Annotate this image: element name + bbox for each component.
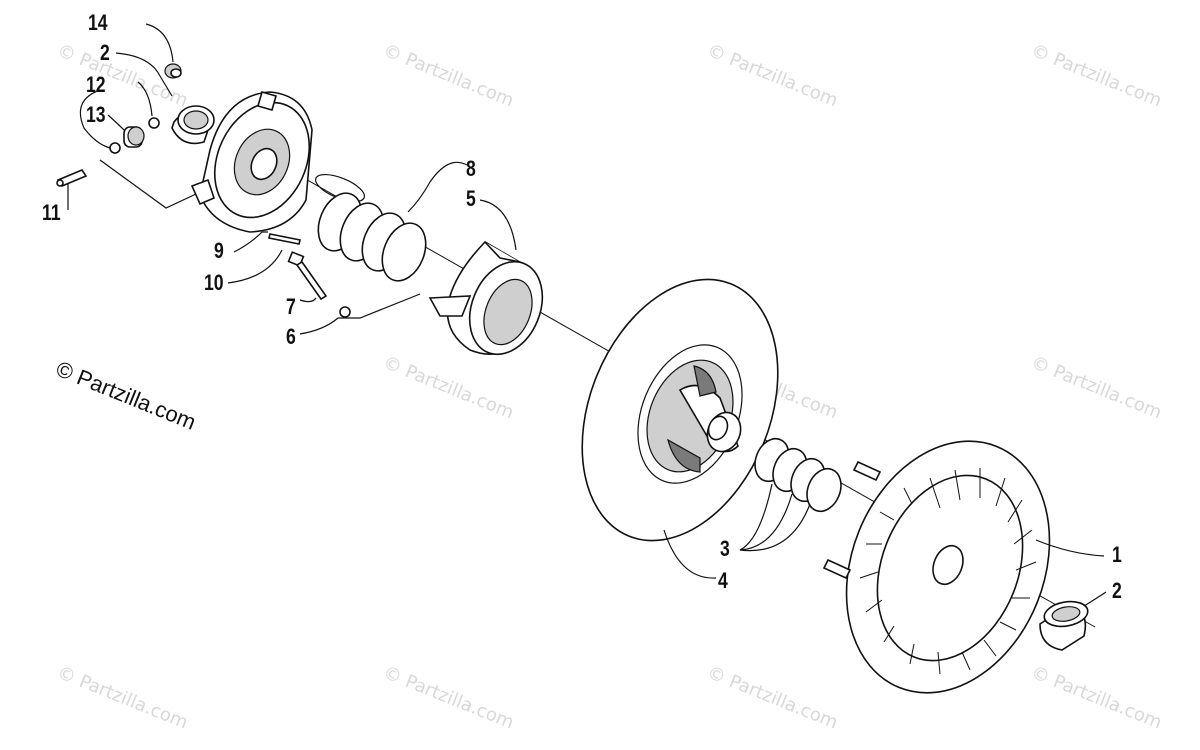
part-3-spring — [754, 437, 842, 513]
callout-2-top: 2 — [100, 40, 110, 65]
part-11-pin — [56, 169, 88, 187]
callout-9: 9 — [214, 238, 224, 263]
part-2-top-bushing — [171, 105, 215, 145]
part-1-fixed-sheave — [822, 440, 1051, 694]
part-7-bolt — [287, 251, 328, 301]
part-13-roller — [123, 126, 145, 148]
callout-11: 11 — [42, 200, 61, 225]
callout-12: 12 — [86, 72, 106, 97]
callout-1: 1 — [1112, 542, 1122, 567]
callout-13: 13 — [86, 102, 106, 127]
part-12-washer — [148, 117, 160, 129]
part-2-bottom-bushing — [1039, 600, 1089, 651]
callout-5: 5 — [466, 186, 476, 211]
part-6-washer — [339, 306, 351, 318]
callout-10: 10 — [204, 270, 224, 295]
part-12-washer-lower — [109, 142, 121, 154]
part-14-nut — [164, 63, 182, 79]
callout-4: 4 — [718, 568, 728, 593]
part-8-spring — [315, 173, 427, 282]
part-10-roll-pin — [268, 233, 301, 245]
callout-8: 8 — [466, 156, 476, 181]
callout-2-bottom: 2 — [1112, 578, 1122, 603]
callout-3: 3 — [720, 536, 730, 561]
part-4-movable-sheave — [581, 278, 779, 542]
leader-lines — [67, 23, 1107, 607]
callout-6: 6 — [286, 324, 296, 349]
callout-14: 14 — [88, 10, 108, 35]
callout-7: 7 — [286, 294, 296, 319]
cam-housing-plate — [190, 91, 313, 233]
part-5-helix — [428, 240, 544, 356]
